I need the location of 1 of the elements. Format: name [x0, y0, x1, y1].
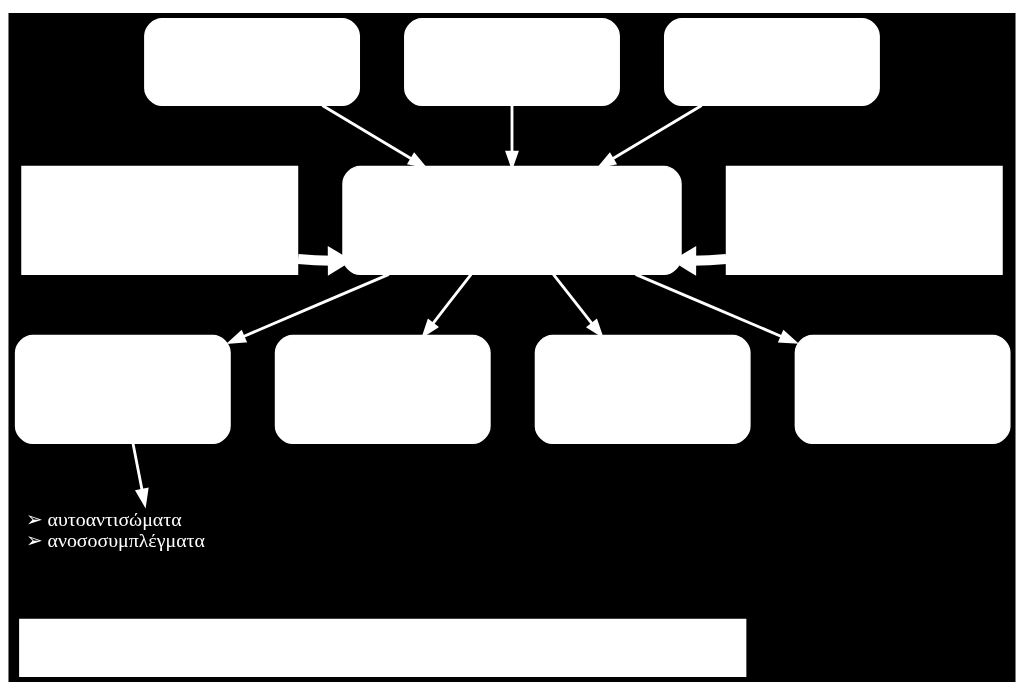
node-text: ➢ αυτοαντισώματα ➢ ανοσοσυμπλέγματα — [25, 508, 205, 552]
